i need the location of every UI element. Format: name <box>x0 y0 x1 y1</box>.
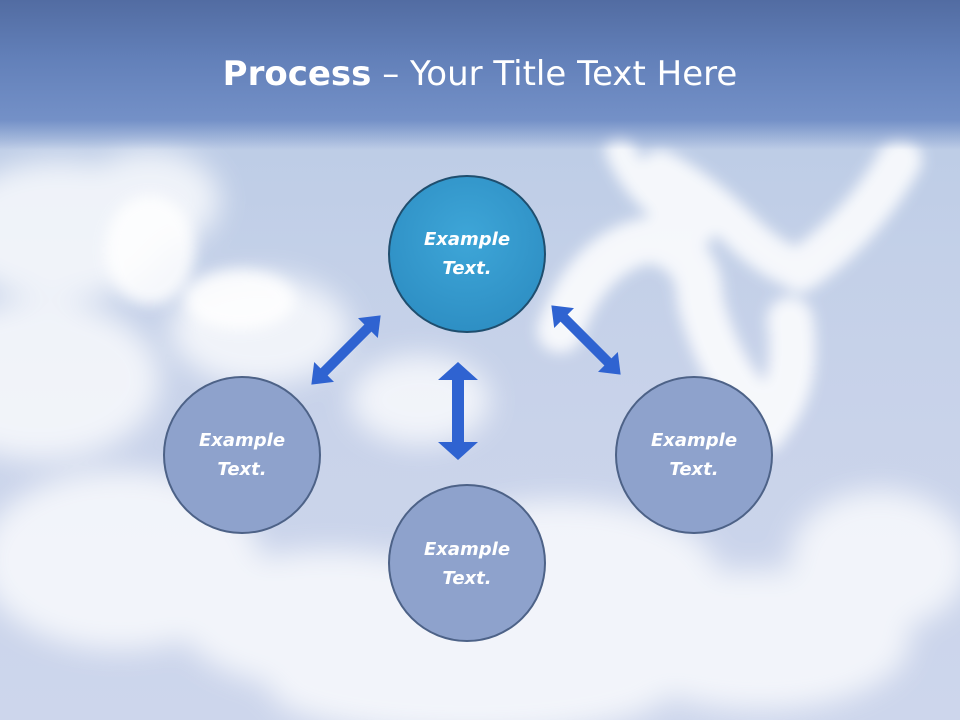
process-node-top[interactable] <box>388 175 546 333</box>
node-label-bottom: Example Text. <box>392 535 542 593</box>
node-text-line2: Text. <box>442 258 492 279</box>
title-dash: – <box>371 54 411 94</box>
double-arrow-top-right <box>551 305 621 375</box>
node-text-line1: Example <box>650 430 738 451</box>
node-text-line2: Text. <box>217 459 267 480</box>
node-text-line1: Example <box>423 229 511 250</box>
process-node-left[interactable] <box>163 376 321 534</box>
node-text-line2: Text. <box>669 459 719 480</box>
node-label-left: Example Text. <box>167 426 317 484</box>
node-label-top: Example Text. <box>392 225 542 283</box>
title-band <box>0 0 960 150</box>
title-bold-part: Process <box>222 54 372 94</box>
node-text-line1: Example <box>423 539 511 560</box>
double-arrow-top-left <box>311 315 381 385</box>
title-rest: Your Title Text Here <box>410 54 738 94</box>
slide-title: Process – Your Title Text Here <box>0 52 960 96</box>
node-text-line2: Text. <box>442 568 492 589</box>
node-text-line1: Example <box>198 430 286 451</box>
double-arrow-top-bottom <box>438 362 478 460</box>
process-node-bottom[interactable] <box>388 484 546 642</box>
process-node-right[interactable] <box>615 376 773 534</box>
node-label-right: Example Text. <box>619 426 769 484</box>
